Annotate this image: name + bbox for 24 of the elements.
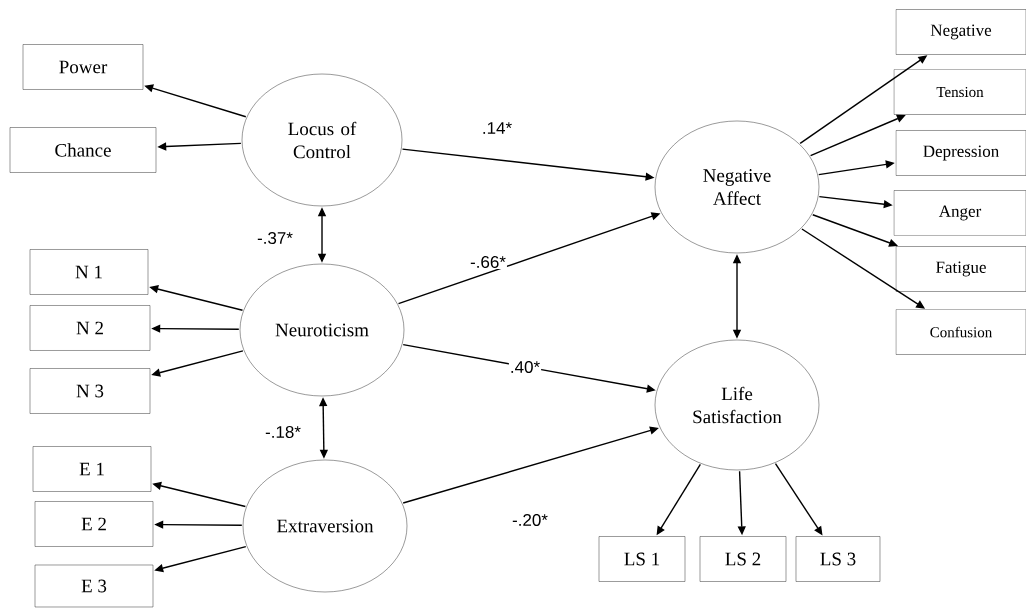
indicator-box: Chance (9, 127, 157, 173)
indicator-box: LS 1 (598, 536, 686, 582)
edge-label: -.18* (264, 425, 302, 439)
edge-label: .40* (508, 360, 542, 374)
indicator-box: E 3 (34, 564, 154, 608)
indicator-box: Anger (893, 190, 1026, 236)
edge-label: .14* (480, 121, 514, 135)
indicator-box: Tension (893, 69, 1026, 115)
indicator-box: Fatigue (895, 246, 1026, 292)
indicator-box: E 1 (32, 446, 152, 492)
indicator-box: Confusion (895, 309, 1026, 355)
indicator-box: N 2 (29, 305, 151, 351)
indicator-box: Depression (895, 130, 1026, 176)
indicator-box: LS 2 (699, 536, 787, 582)
edge-label: -.20* (511, 513, 549, 527)
indicator-box: LS 3 (795, 536, 881, 582)
indicator-box: N 3 (29, 368, 151, 414)
indicator-box: Power (22, 44, 144, 90)
edge-label: -.37* (256, 231, 294, 245)
indicator-box: E 2 (34, 501, 154, 547)
arrow (812, 214, 898, 247)
indicator-box: N 1 (29, 249, 149, 295)
edge-label: -.66* (469, 255, 507, 269)
indicator-box: Negative (895, 9, 1026, 55)
